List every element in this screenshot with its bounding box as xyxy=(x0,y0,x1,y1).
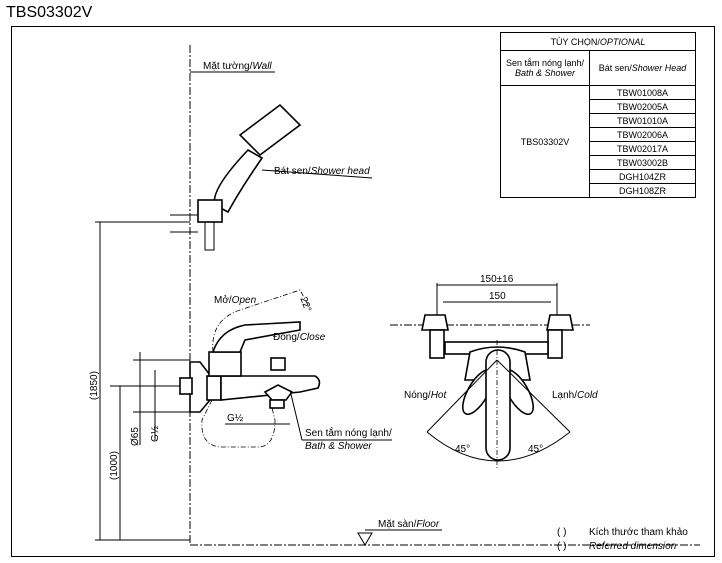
close-label: Đóng/Close xyxy=(273,332,326,343)
dim-d65-label: Ø65 xyxy=(130,427,141,446)
dim-150-label: 150 xyxy=(489,291,506,302)
note-referred-vi: Kích thước tham khảo xyxy=(589,527,688,538)
model-cell: TBS03302V xyxy=(500,85,590,198)
angle-45-right: 45° xyxy=(528,444,543,455)
bath-shower-label-italic: Bath & Shower xyxy=(305,441,372,452)
floor-label: Mặt sàn/Floor xyxy=(378,519,440,530)
wall-label: Mặt tường/Wall xyxy=(203,61,272,72)
note-paren-1: ( ) xyxy=(557,527,566,538)
faucet-body-drawing xyxy=(179,289,321,448)
drawing-frame xyxy=(11,26,715,557)
note-paren-2: ( ) xyxy=(557,541,566,552)
angle-45-left: 45° xyxy=(455,444,470,455)
front-view-drawing xyxy=(390,314,590,468)
hot-label: Nóng/Hot xyxy=(404,390,447,401)
g12-outlet-label: G½ xyxy=(227,413,244,424)
drawing-title: TBS03302V xyxy=(6,4,93,21)
optional-table: TÙY CHỌN/OPTIONAL Sen tắm nóng lạnh/Bath… xyxy=(500,32,696,198)
dim-1850-label: (1850) xyxy=(89,371,100,400)
dim-150-16-label: 150±16 xyxy=(480,274,514,285)
bath-shower-leader xyxy=(289,389,303,441)
col2-text-italic: Shower Head xyxy=(631,63,687,73)
col1-header: Sen tắm nóng lạnh/Bath & Shower xyxy=(500,50,590,86)
head-cell: DGH108ZR xyxy=(589,183,696,198)
col2-text: Bát sen/ xyxy=(598,63,632,73)
col1-text-italic: Bath & Shower xyxy=(514,68,576,78)
cold-label: Lạnh/Cold xyxy=(552,390,598,401)
angle-22-label: 22° xyxy=(297,296,313,314)
shower-head-leader xyxy=(261,169,373,179)
dim-1000-label: (1000) xyxy=(109,451,120,480)
col1-text: Sen tắm nóng lạnh/ xyxy=(505,58,585,68)
floor-marker-icon xyxy=(357,532,373,546)
shower-head-label: Bát sen/Shower head xyxy=(274,166,370,177)
shower-head-drawing xyxy=(170,103,302,251)
dim-g12-label: G½ xyxy=(150,425,161,442)
bath-shower-label: Sen tắm nóng lạnh/ xyxy=(305,426,392,439)
note-referred-en: Referred dimension xyxy=(589,541,677,552)
header-text-italic: OPTIONAL xyxy=(599,36,646,47)
open-label: Mở/Open xyxy=(214,294,257,306)
header-text: TÙY CHỌN/ xyxy=(550,36,600,47)
